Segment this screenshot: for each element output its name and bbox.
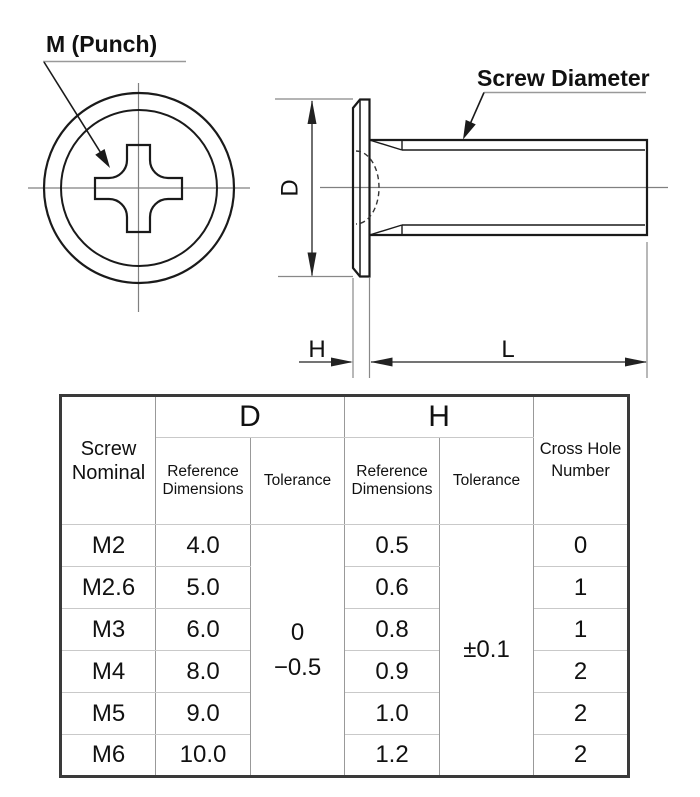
header-row-sub: Reference Dimensions Tolerance Reference…	[61, 437, 629, 525]
cell-h-ref: 1.2	[344, 734, 441, 777]
cell-nominal: M4	[60, 650, 156, 693]
thread-runout-top	[369, 139, 403, 151]
header-d-group: D	[154, 395, 346, 438]
cell-nominal: M6	[60, 734, 156, 777]
cell-d-ref: 8.0	[155, 650, 251, 693]
header-d-tolerance: Tolerance	[249, 437, 346, 525]
cell-d-ref: 9.0	[155, 692, 251, 735]
cell-h-ref: 0.8	[344, 608, 441, 651]
header-h-reference-dimensions: Reference Dimensions	[344, 437, 441, 525]
cell-h-ref: 0.9	[344, 650, 441, 693]
cell-nominal: M3	[60, 608, 156, 651]
cell-h-ref: 0.6	[344, 566, 441, 609]
h-dimension-label: H	[308, 336, 325, 363]
table-row: M6 10.0 1.2 2	[60, 734, 630, 777]
table-row: M4 8.0 0.9 2	[60, 650, 630, 693]
l-arrowhead-right	[625, 357, 647, 367]
cell-h-ref: 0.5	[344, 524, 441, 567]
table-row: M5 9.0 1.0 2	[60, 692, 630, 735]
table-row: M2.6 5.0 0.6 1	[60, 566, 630, 609]
cell-nominal: M5	[60, 692, 156, 735]
cell-d-ref: 10.0	[155, 734, 251, 777]
d-arrowhead-top	[307, 100, 317, 124]
cell-d-ref: 6.0	[155, 608, 251, 651]
h-arrowhead	[331, 357, 353, 367]
punch-label: M (Punch)	[46, 31, 157, 57]
hidden-fillet-arc	[355, 150, 380, 225]
header-row-groups: Screw Nominal D H Cross Hole Number	[60, 395, 630, 525]
header-h-tolerance: Tolerance	[439, 437, 535, 525]
cell-d-ref: 5.0	[155, 566, 251, 609]
screw-diameter-arrowhead	[463, 119, 476, 140]
punch-leader-line	[43, 61, 105, 159]
header-screw-nominal: Screw Nominal	[60, 395, 156, 525]
cell-cross-hole: 2	[533, 734, 630, 777]
header-d-reference-dimensions: Reference Dimensions	[155, 437, 251, 525]
head-outer-circle	[42, 91, 236, 285]
cell-cross-hole: 2	[533, 692, 630, 735]
cell-h-ref: 1.0	[344, 692, 441, 735]
l-dimension-label: L	[501, 336, 514, 363]
table-row: M2 4.0 0 −0.5 0.5 ±0.1 0	[60, 524, 630, 777]
head-inner-circle	[60, 109, 218, 267]
d-tolerance-lower: −0.5	[273, 654, 322, 681]
phillips-cross-recess	[93, 143, 184, 234]
d-arrowhead-bottom	[307, 252, 317, 277]
table-row: M3 6.0 0.8 1	[60, 608, 630, 651]
cell-nominal: M2	[60, 524, 156, 567]
cell-nominal: M2.6	[60, 566, 156, 609]
l-arrowhead-left	[370, 357, 393, 367]
side-view: Screw Diameter D H L	[275, 65, 668, 378]
screw-diameter-label: Screw Diameter	[477, 65, 650, 91]
cell-d-tolerance: 0 −0.5	[249, 524, 346, 777]
head-side-profile	[351, 98, 371, 278]
dimension-spec-table: Screw Nominal D H Cross Hole Number Refe…	[59, 394, 631, 778]
d-tolerance-upper: 0	[290, 619, 305, 646]
header-h-group: H	[344, 395, 535, 438]
header-cross-hole-number: Cross Hole Number	[533, 395, 630, 525]
cell-cross-hole: 1	[533, 566, 630, 609]
shaft-outline	[369, 138, 649, 237]
punch-leader-arrowhead	[95, 148, 110, 168]
cell-h-tolerance: ±0.1	[439, 524, 535, 777]
screw-technical-drawing: M (Punch) Screw Diameter	[28, 31, 668, 378]
d-dimension-label: D	[276, 179, 303, 196]
cell-cross-hole: 1	[533, 608, 630, 651]
front-view: M (Punch)	[28, 31, 250, 312]
cell-d-ref: 4.0	[155, 524, 251, 567]
cell-cross-hole: 0	[533, 524, 630, 567]
cell-cross-hole: 2	[533, 650, 630, 693]
thread-runout-bottom	[369, 224, 403, 236]
